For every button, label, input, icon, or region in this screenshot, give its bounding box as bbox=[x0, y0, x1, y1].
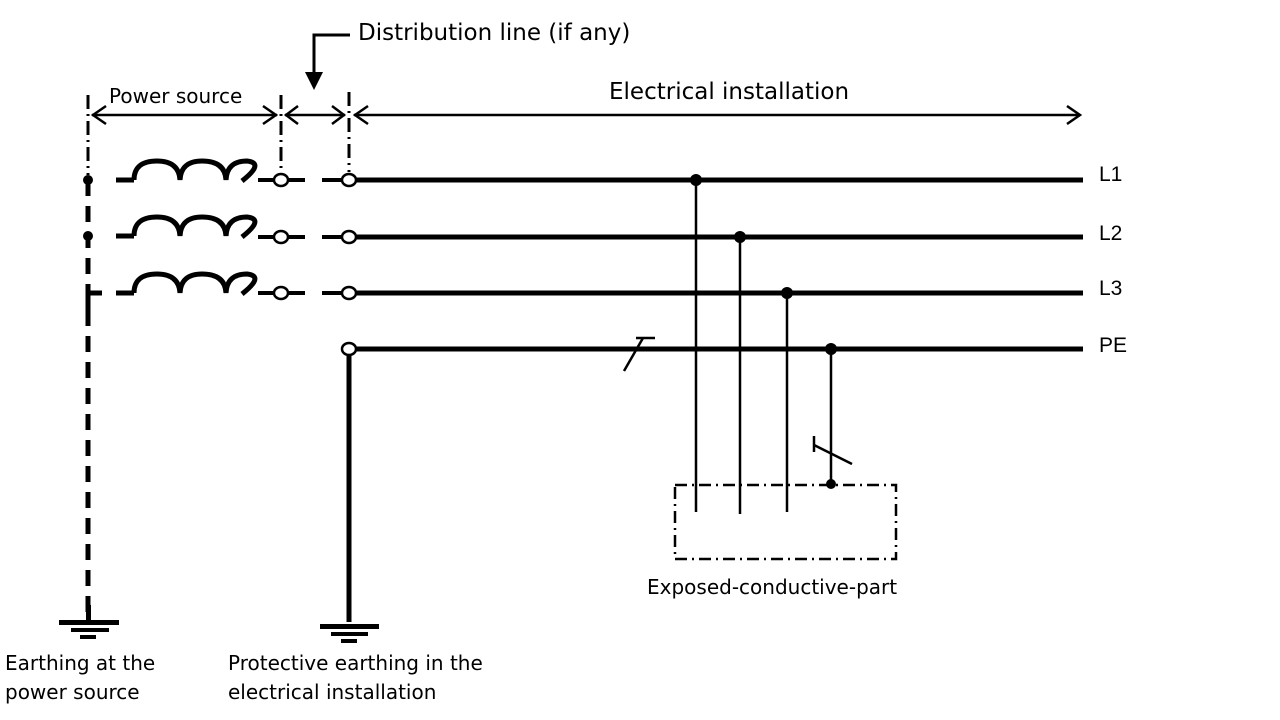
terminal-installation-l1 bbox=[340, 172, 358, 188]
terminal-installation-l3 bbox=[340, 285, 358, 301]
conductor-label-pe: PE bbox=[1099, 334, 1128, 357]
winding-l2 bbox=[116, 214, 258, 239]
distribution-line-label: Distribution line (if any) bbox=[358, 20, 631, 46]
installation-dimension-arrow bbox=[352, 104, 1083, 126]
conductor-label-l2: L2 bbox=[1099, 222, 1123, 245]
earthing-source-label-line1: Earthing at the bbox=[5, 651, 156, 675]
electrical-installation-label: Electrical installation bbox=[609, 79, 850, 105]
junction-pe bbox=[825, 343, 837, 355]
junction-l1 bbox=[690, 174, 702, 186]
earth-symbol-installation bbox=[320, 624, 379, 643]
terminal-installation-l2 bbox=[340, 229, 358, 245]
protective-earthing-label-line2: electrical installation bbox=[228, 680, 437, 704]
power-source-dimension-arrow bbox=[90, 104, 279, 126]
terminal-source-l2 bbox=[272, 229, 290, 245]
terminal-source-l3 bbox=[272, 285, 290, 301]
star-point-corner-3 bbox=[85, 290, 102, 310]
terminal-installation-pe bbox=[340, 341, 358, 357]
pe-conductor-tick bbox=[622, 336, 655, 372]
power-source-label: Power source bbox=[109, 84, 243, 108]
pe-drop-tick bbox=[812, 436, 853, 466]
star-point-node-2 bbox=[83, 231, 93, 241]
protective-earthing-label-line1: Protective earthing in the bbox=[228, 651, 483, 675]
earth-symbol-source bbox=[59, 605, 119, 639]
terminal-source-l1 bbox=[272, 172, 290, 188]
conductor-label-l1: L1 bbox=[1099, 163, 1123, 186]
distribution-line-dimension-arrow bbox=[283, 105, 347, 125]
junction-l3 bbox=[781, 287, 793, 299]
exposed-conductive-part-box bbox=[673, 483, 898, 561]
junction-l2 bbox=[734, 231, 746, 243]
star-point-node-1 bbox=[83, 175, 93, 185]
distribution-line-pointer-arrow bbox=[305, 33, 350, 90]
exposed-conductive-part-label: Exposed-conductive-part bbox=[647, 575, 898, 599]
winding-l1 bbox=[116, 158, 258, 183]
conductor-label-l3: L3 bbox=[1099, 277, 1123, 300]
winding-l3 bbox=[116, 271, 258, 296]
earthing-source-label-line2: power source bbox=[5, 680, 140, 704]
